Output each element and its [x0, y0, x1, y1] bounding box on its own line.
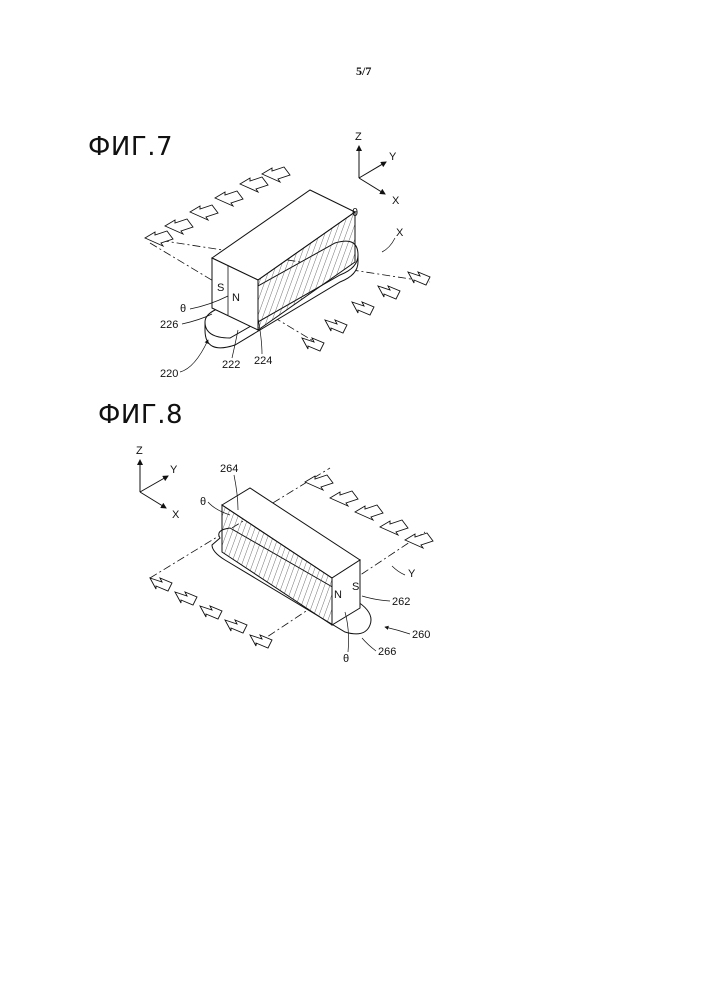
fig7-axis-y: Y	[389, 151, 397, 163]
fig7-axis-label-x: X	[396, 227, 404, 239]
fig8-ref-262: 262	[392, 596, 410, 608]
fig7-theta-left: θ	[180, 303, 186, 315]
fig8-axis-x: X	[172, 509, 180, 521]
fig8-theta-bottom: θ	[343, 653, 349, 665]
fig7-pole-s: S	[217, 282, 224, 294]
figure-8-label: ФИГ.8	[98, 400, 183, 430]
figure-7-drawing: Z Y X θ X S	[144, 131, 431, 380]
fig8-pole-s: S	[352, 581, 359, 593]
fig7-axis-x: X	[392, 195, 400, 207]
fig8-theta-left: θ	[200, 496, 206, 508]
fig7-axis-z: Z	[355, 131, 362, 143]
figure-8-drawing: Z Y X 264 θ Y S N 262 260 266 θ	[136, 445, 434, 665]
fig8-axis-y: Y	[170, 464, 178, 476]
page-number: 5/7	[356, 64, 372, 78]
fig8-pole-n: N	[334, 589, 342, 601]
fig7-ref-224: 224	[254, 355, 272, 367]
fig8-flux-arrows-right	[304, 474, 434, 550]
fig8-flux-arrows-left	[149, 577, 273, 649]
fig8-axis-label-y: Y	[408, 568, 416, 580]
fig8-axis-z: Z	[136, 445, 143, 457]
fig8-ref-264: 264	[220, 463, 238, 475]
fig8-ref-266: 266	[378, 646, 396, 658]
figure-7-label: ФИГ.7	[88, 132, 173, 162]
fig8-axis-triad	[137, 459, 169, 509]
fig7-flux-arrows-left	[144, 166, 291, 248]
fig7-theta-right: θ	[352, 207, 358, 219]
fig8-ref-260: 260	[412, 629, 430, 641]
fig7-axis-triad	[356, 145, 387, 195]
fig7-ref-222: 222	[222, 359, 240, 371]
fig8-block-end	[331, 559, 361, 626]
fig7-ref-220: 220	[160, 368, 178, 380]
fig7-flux-arrows-right	[301, 271, 431, 352]
fig7-ref-226: 226	[160, 319, 178, 331]
fig7-block-end	[211, 257, 259, 331]
fig7-pole-n: N	[232, 292, 240, 304]
